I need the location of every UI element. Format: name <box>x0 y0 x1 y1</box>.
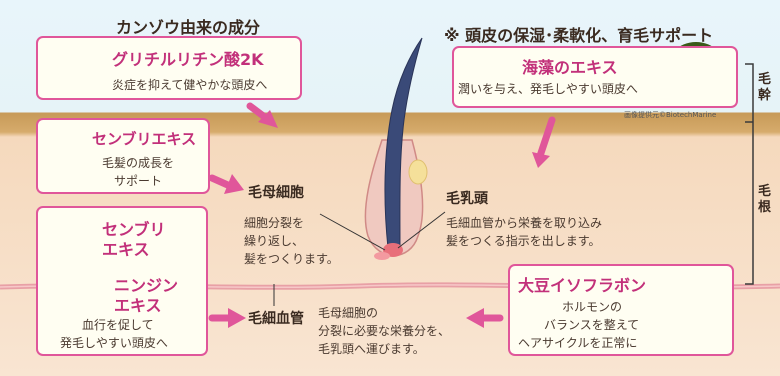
soy-desc2: バランスを整えて <box>544 318 640 332</box>
capillary-desc2: 分裂に必要な栄養分を、 <box>318 324 451 338</box>
capillary-title: 毛細血管 <box>248 311 304 327</box>
glycyrrhizin-title: グリチルリチン酸2K <box>112 50 264 69</box>
capillary-desc3: 毛乳頭へ運びます。 <box>318 342 425 356</box>
hair-matrix-desc1: 細胞分裂を <box>244 216 305 230</box>
image-credit: 画像提供元©BiotechMarine <box>624 111 717 119</box>
senburi-ninjin-box: センブリ エキス ニンジン エキス 血行を促して 発毛しやすい頭皮へ <box>36 206 208 356</box>
seaweed-desc: 潤いを与え、発毛しやすい頭皮へ <box>458 82 638 96</box>
soy-title: 大豆イソフラボン <box>518 276 647 295</box>
hair-matrix-title: 毛母細胞 <box>248 185 304 201</box>
soy-box: 大豆イソフラボン ホルモンの バランスを整えて ヘアサイクルを正常に <box>508 264 734 356</box>
hair-matrix-desc2: 繰り返し、 <box>244 234 305 248</box>
papilla-pointer <box>397 211 446 249</box>
senburi-extract-box: センブリエキス 毛髪の成長を サポート <box>36 118 210 194</box>
senburi-title: センブリ <box>102 220 166 239</box>
heading-scalp-support: ※ 頭皮の保湿･柔軟化、育毛サポート <box>444 26 714 45</box>
seaweed-title: 海藻のエキス <box>522 58 618 77</box>
glycyrrhizin-box: グリチルリチン酸2K 炎症を抑えて健やかな頭皮へ <box>36 36 302 100</box>
shaft-label: 毛幹 <box>758 72 772 103</box>
papilla-desc1: 毛細血管から栄養を取り込み <box>446 216 603 230</box>
side-bracket <box>745 63 754 285</box>
seaweed-box: 海藻のエキス 潤いを与え、発毛しやすい頭皮へ <box>452 46 738 108</box>
capillary-desc1: 毛母細胞の <box>318 306 379 320</box>
hair-matrix-desc3: 髪をつくります。 <box>244 252 339 266</box>
pink-arrows <box>208 102 556 328</box>
senburi-title-2: エキス <box>102 240 150 259</box>
senburi-ninjin-desc2: 発毛しやすい頭皮へ <box>60 336 168 350</box>
ninjin-title: ニンジン <box>114 276 179 295</box>
root-label: 毛根 <box>758 184 772 215</box>
senburi-ninjin-desc1: 血行を促して <box>82 318 154 332</box>
senburi-extract-desc2: サポート <box>114 174 163 188</box>
soy-desc3: ヘアサイクルを正常に <box>518 336 638 350</box>
hair-shaft <box>384 37 423 249</box>
soy-desc1: ホルモンの <box>562 300 623 314</box>
papilla-desc2: 髪をつくる指示を出します。 <box>446 234 601 248</box>
senburi-extract-desc1: 毛髪の成長を <box>102 156 175 170</box>
papilla-title: 毛乳頭 <box>446 191 488 207</box>
senburi-extract-title: センブリエキス <box>92 130 197 148</box>
heading-kanzou: カンゾウ由来の成分 <box>116 18 261 37</box>
ninjin-title-2: エキス <box>114 296 162 315</box>
matrix-pointer <box>319 213 386 251</box>
glycyrrhizin-desc: 炎症を抑えて健やかな頭皮へ <box>112 78 268 92</box>
